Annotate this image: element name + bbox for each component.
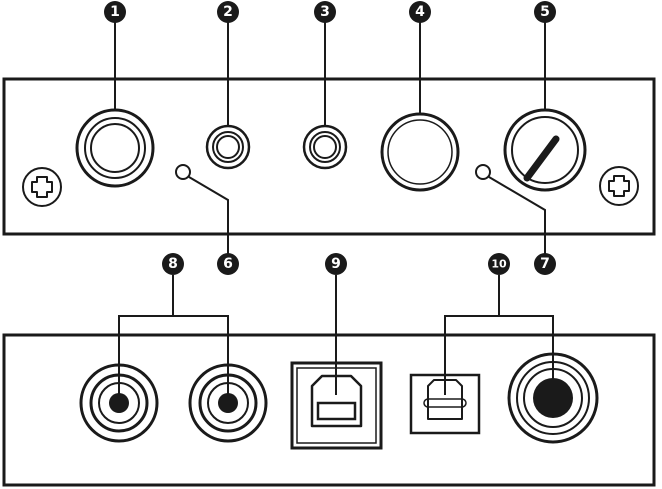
screw-icon [22,167,62,207]
headphone-jack-large [75,108,155,188]
callout-9-label: 9 [331,256,341,272]
callout-1: 1 [104,1,126,23]
usb-b-port [290,361,383,450]
callout-6: 6 [217,253,239,275]
callout-5: 5 [534,1,556,23]
screw-icon [599,166,639,206]
callout-4-label: 4 [415,4,425,20]
front-leader-lines [114,22,546,255]
callout-6-label: 6 [223,256,233,272]
callout-7-label: 7 [540,256,550,272]
callout-3: 3 [314,1,336,23]
callout-5-label: 5 [540,4,550,20]
callout-9: 9 [325,253,347,275]
mini-jack-left [205,124,251,170]
rear-panel [2,275,656,487]
indicator-led-right [475,164,491,180]
callout-4: 4 [409,1,431,23]
mini-jack-right [302,124,348,170]
callout-8: 8 [162,253,184,275]
rear-leader-lines [118,275,554,395]
callout-3-label: 3 [320,4,330,20]
callouts: 1 2 3 4 5 6 7 8 [104,1,556,275]
volume-knob [503,108,587,192]
front-panel-outline [2,77,656,236]
rear-panel-outline [2,333,656,487]
callout-10: 10 [488,253,510,275]
callout-10-label: 10 [491,258,507,271]
callout-2: 2 [217,1,239,23]
round-button [380,112,460,192]
front-panel [2,22,656,255]
callout-2-label: 2 [223,4,233,20]
callout-7: 7 [534,253,556,275]
callout-1-label: 1 [110,4,120,20]
indicator-led-left [175,164,191,180]
callout-8-label: 8 [168,256,178,272]
